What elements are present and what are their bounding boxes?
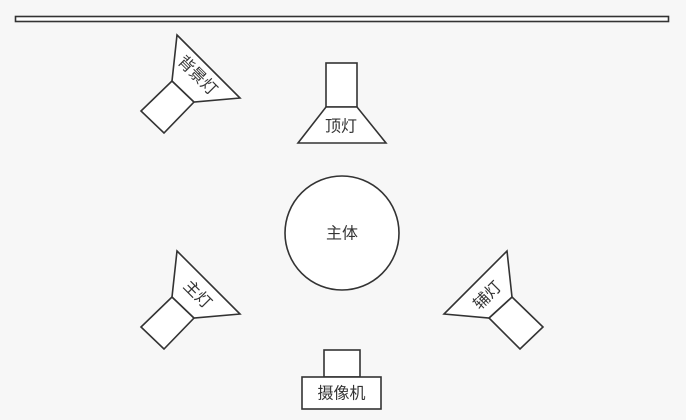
fill-light-reflector xyxy=(442,249,513,319)
camera-body xyxy=(301,376,382,410)
background-light: 背景灯 xyxy=(139,33,242,135)
top-light-reflector xyxy=(296,106,388,144)
subject-circle xyxy=(284,175,400,291)
backdrop-bar xyxy=(14,15,670,23)
camera: 摄像机 xyxy=(301,349,382,410)
subject: 主体 xyxy=(284,175,400,291)
key-light: 主灯 xyxy=(139,249,242,351)
top-light: 顶灯 xyxy=(296,62,388,144)
top-light-label: 顶灯 xyxy=(325,117,357,136)
fill-light: 辅灯 xyxy=(442,249,545,351)
top-light-body xyxy=(325,62,358,108)
background-light-reflector xyxy=(171,33,242,103)
camera-viewfinder xyxy=(323,349,361,378)
camera-label: 摄像机 xyxy=(317,384,365,403)
key-light-reflector xyxy=(171,249,242,319)
subject-label: 主体 xyxy=(326,224,358,243)
